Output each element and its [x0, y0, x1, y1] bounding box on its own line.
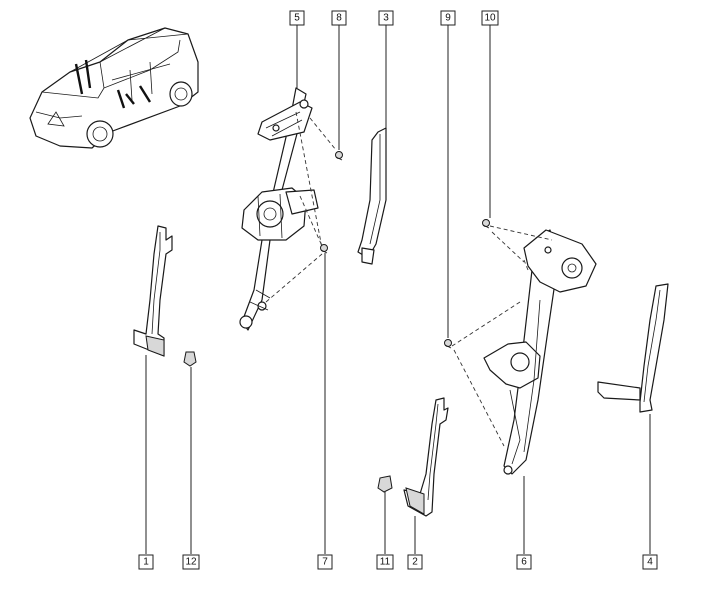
callout-5: 5 [289, 10, 305, 26]
callout-3: 3 [378, 10, 394, 26]
callout-label: 10 [484, 13, 496, 24]
callout-9: 9 [440, 10, 456, 26]
callout-11: 11 [376, 554, 394, 570]
clip-part-11 [377, 475, 393, 493]
callout-6: 6 [516, 554, 532, 570]
callout-label: 2 [412, 557, 418, 568]
clip-part-12 [183, 351, 197, 367]
callout-8: 8 [331, 10, 347, 26]
callout-label: 6 [521, 557, 527, 568]
front-door-lower-channel-part [133, 225, 173, 357]
callout-label: 12 [185, 557, 197, 568]
callout-4: 4 [642, 554, 658, 570]
callout-label: 9 [445, 13, 451, 24]
screw-part-9 [444, 339, 452, 349]
callout-1: 1 [138, 554, 154, 570]
rear-door-glass-guide-rail-part [597, 283, 669, 413]
callout-2: 2 [407, 554, 423, 570]
callout-label: 3 [383, 13, 389, 24]
callout-label: 1 [143, 557, 149, 568]
window-regulator-with-motor-part [239, 87, 337, 331]
screw-part-7 [320, 244, 328, 254]
callout-12: 12 [182, 554, 200, 570]
callout-label: 5 [294, 13, 300, 24]
callout-10: 10 [481, 10, 499, 26]
screw-part-10 [482, 219, 490, 229]
screw-part-8 [335, 151, 343, 161]
callout-label: 7 [322, 557, 328, 568]
callout-7: 7 [317, 554, 333, 570]
callout-label: 11 [380, 557, 391, 568]
front-door-glass-guide-rail-part [357, 127, 387, 265]
rear-door-lower-channel-part [403, 397, 449, 517]
rear-window-regulator-part [451, 225, 597, 475]
callout-label: 8 [336, 13, 342, 24]
callout-label: 4 [647, 557, 653, 568]
leader-lines [145, 25, 651, 554]
vehicle-locator-illustration [29, 27, 199, 149]
